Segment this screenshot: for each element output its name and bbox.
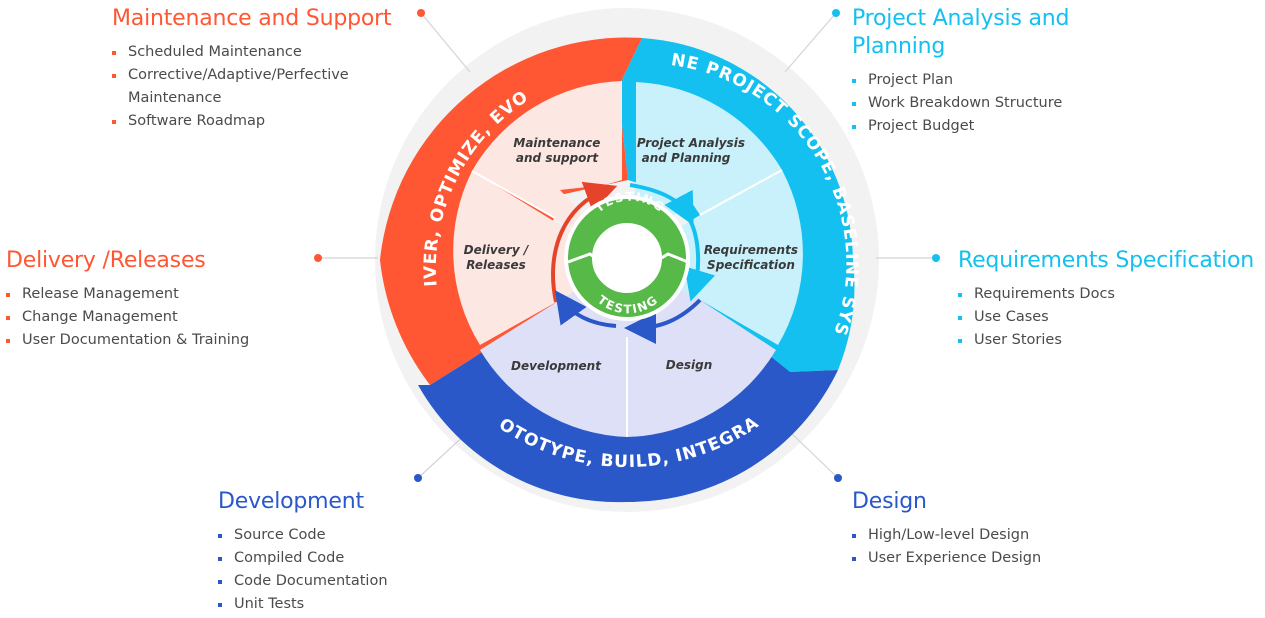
list-item: High/Low-level Design <box>852 524 1152 547</box>
list-item: Software Roadmap <box>112 110 342 133</box>
testing-hub <box>595 226 659 290</box>
dot-delivery <box>314 254 322 262</box>
list-item-text: Requirements Docs <box>974 286 1115 302</box>
wedge-dividers <box>471 169 783 437</box>
list-item-text: Work Breakdown Structure <box>868 95 1063 111</box>
list-item: Scheduled Maintenance <box>112 41 342 64</box>
list-item-text: Unit Tests <box>234 596 305 612</box>
arrow-blue-left <box>555 290 617 328</box>
section-analysis: Project Analysis and Planning Project Pl… <box>852 5 1172 138</box>
list-item: User Stories <box>958 329 1258 352</box>
leader-lines <box>318 12 936 479</box>
section-title: Delivery /Releases <box>6 248 206 273</box>
bullet-icon <box>958 293 962 297</box>
section-title: Requirements Specification <box>958 248 1254 273</box>
bullet-icon <box>958 316 962 320</box>
section-maintenance: Maintenance and Support Scheduled Mainte… <box>112 5 412 133</box>
section-title: Design <box>852 489 927 514</box>
list-item: Project Plan <box>852 69 1172 92</box>
list-item-text: User Documentation & Training <box>22 332 250 348</box>
bullet-icon <box>852 557 856 561</box>
section-title: Maintenance and Support <box>112 6 392 31</box>
list-item: Requirements Docs <box>958 283 1258 306</box>
wedge-delivery <box>453 171 627 345</box>
list-item: Source Code <box>218 524 518 547</box>
list-item-text: User Experience Design <box>868 550 1042 566</box>
list-item: Compiled Code <box>218 547 518 570</box>
bullet-icon <box>852 125 856 129</box>
arrow-blue <box>624 298 702 344</box>
list-item: Unit Tests <box>218 593 518 616</box>
list-item: Code Documentation <box>218 570 518 593</box>
wedge-requirements <box>627 170 803 345</box>
section-title: Project Analysis and Planning <box>852 6 1070 59</box>
list-item-text: Code Documentation <box>234 573 388 589</box>
wedge-label-analysis: Project Analysis and Planning <box>637 136 749 165</box>
arrow-red <box>551 181 618 303</box>
dot-requirements <box>932 254 940 262</box>
bullet-icon <box>218 603 222 607</box>
list-item: User Documentation & Training <box>6 329 306 352</box>
wedge-label-delivery: Delivery / Releases <box>464 243 533 272</box>
bullet-icon <box>6 293 10 297</box>
list-item-text: Use Cases <box>974 309 1049 325</box>
list-item-text: Change Management <box>22 309 178 325</box>
list-item: Use Cases <box>958 306 1258 329</box>
wedge-maintenance <box>472 81 627 260</box>
bullet-icon <box>112 51 116 55</box>
dot-development <box>414 474 422 482</box>
bullet-icon <box>112 120 116 124</box>
wedge-label-requirements: Requirements Specification <box>704 243 802 272</box>
list-item: Release Management <box>6 283 306 306</box>
list-item: Change Management <box>6 306 306 329</box>
list-item: Project Budget <box>852 115 1172 138</box>
bullet-icon <box>852 79 856 83</box>
list-item-text: Compiled Code <box>234 550 345 566</box>
wedge-label-design: Design <box>666 358 713 372</box>
list-item-text: Source Code <box>234 527 326 543</box>
arrow-cyan-top <box>629 183 694 226</box>
list-item: User Experience Design <box>852 547 1152 570</box>
list-item-text: Corrective/Adaptive/Perfective Maintenan… <box>128 67 349 106</box>
bullet-icon <box>218 557 222 561</box>
section-requirements: Requirements Specification Requirements … <box>958 247 1258 352</box>
list-item-text: Scheduled Maintenance <box>128 44 302 60</box>
bullet-icon <box>6 316 10 320</box>
wedge-label-development: Development <box>511 359 602 373</box>
dot-analysis <box>832 9 840 17</box>
bullet-icon <box>852 534 856 538</box>
list-item-text: Project Budget <box>868 118 975 134</box>
bullet-icon <box>218 534 222 538</box>
bullet-icon <box>958 339 962 343</box>
arrow-cyan-right <box>684 219 716 302</box>
section-title: Development <box>218 489 364 514</box>
list-item-text: Release Management <box>22 286 179 302</box>
list-item-text: Software Roadmap <box>128 113 266 129</box>
bullet-icon <box>852 102 856 106</box>
list-item: Corrective/Adaptive/Perfective Maintenan… <box>112 64 349 110</box>
bullet-icon <box>112 74 116 78</box>
bullet-icon <box>6 339 10 343</box>
list-item-text: User Stories <box>974 332 1062 348</box>
wedge-label-maintenance: Maintenance and support <box>513 136 604 165</box>
list-item-text: High/Low-level Design <box>868 527 1030 543</box>
list-item: Work Breakdown Structure <box>852 92 1172 115</box>
dot-design <box>834 474 842 482</box>
bullet-icon <box>218 580 222 584</box>
list-item-text: Project Plan <box>868 72 954 88</box>
dot-maintenance <box>417 9 425 17</box>
testing-ring-cut <box>567 252 689 264</box>
